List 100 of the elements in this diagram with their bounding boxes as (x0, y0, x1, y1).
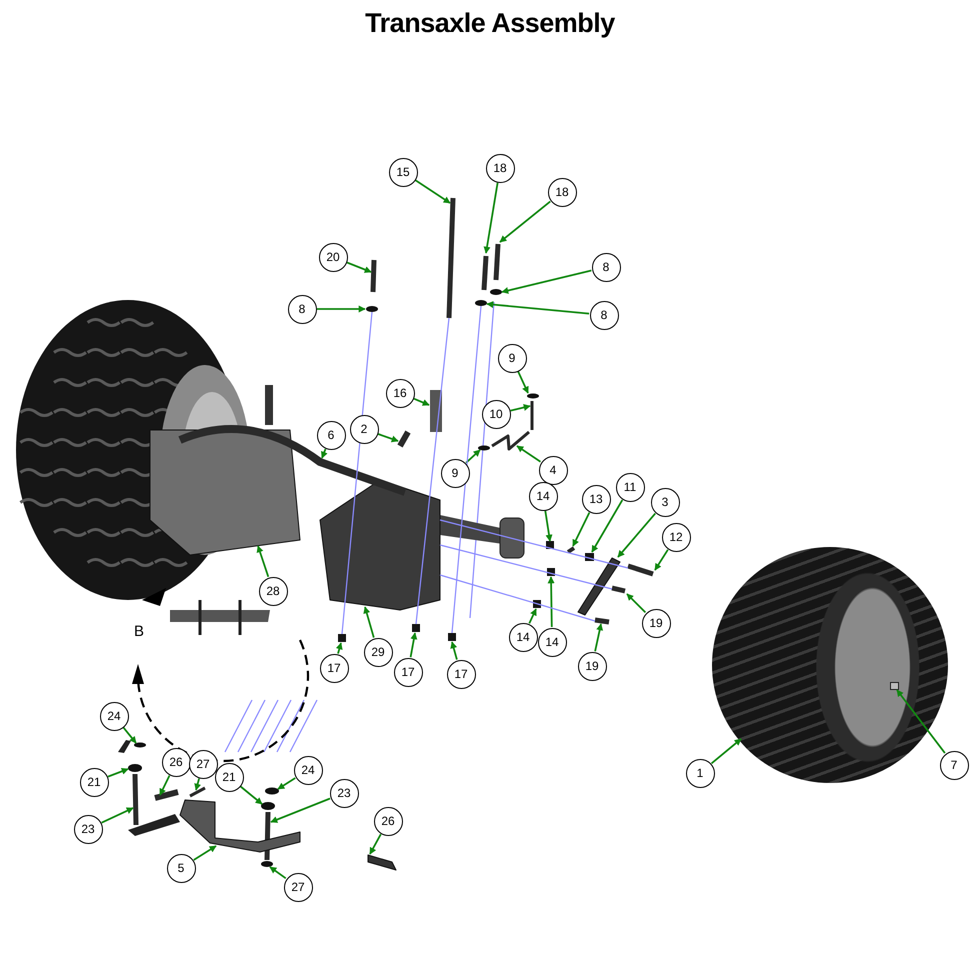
bolt (370, 260, 376, 292)
bolt (627, 564, 654, 576)
leader-line (440, 519, 628, 569)
callout-number: 14 (528, 482, 558, 510)
leader-line (415, 318, 450, 624)
callout-number: 13 (582, 484, 610, 514)
leader-line (594, 623, 604, 652)
leader-line (270, 798, 330, 823)
leader-line (440, 574, 596, 622)
leader-line (528, 608, 537, 624)
callout-number: 8 (590, 300, 618, 330)
lug-nut (890, 682, 899, 690)
callout-number: 5 (166, 854, 196, 882)
washer (490, 289, 502, 295)
pin (264, 812, 270, 860)
leader-line (269, 866, 286, 880)
pin (566, 546, 576, 554)
callout-number: 10 (482, 400, 510, 428)
leader-line (617, 512, 656, 558)
bolt (494, 244, 500, 280)
callout-number: 9 (440, 458, 470, 488)
washer (478, 446, 490, 450)
callout-number: 2 (350, 414, 378, 444)
leader-line (277, 777, 296, 790)
leader-line (544, 510, 552, 542)
leader-line (710, 738, 742, 764)
callout-number: 9 (498, 344, 526, 372)
leader-line (336, 642, 343, 654)
callout-number: 11 (616, 472, 644, 502)
callout-number: 18 (548, 178, 576, 206)
callout-number: 23 (74, 814, 102, 844)
leader-line (410, 632, 418, 658)
washer (265, 788, 279, 794)
leader-line (517, 371, 529, 394)
leader-line (451, 306, 482, 634)
callout-number: 4 (538, 456, 568, 484)
leader-line (450, 641, 458, 660)
leader-line (341, 312, 373, 634)
leader-line (159, 775, 170, 796)
leader-line (440, 544, 612, 590)
callout-number: 14 (538, 628, 566, 656)
callout-number: 24 (100, 702, 128, 730)
callout-number: 12 (662, 522, 690, 552)
leader-line (548, 576, 555, 628)
leader-line (516, 445, 541, 462)
clip (189, 786, 206, 798)
leader-line (484, 182, 498, 254)
callout-number: 28 (258, 576, 288, 606)
leader-line (346, 262, 372, 273)
leader-line (572, 512, 590, 547)
bent-rod (491, 430, 530, 450)
callout-number: 6 (316, 420, 346, 450)
callout-number: 3 (650, 488, 680, 516)
leader-line (626, 593, 646, 614)
callout-number: 29 (364, 638, 392, 666)
leader-line (486, 301, 590, 314)
nut (448, 633, 456, 641)
link-bar (180, 800, 300, 852)
callout-number: 8 (288, 294, 316, 324)
leader-line (256, 545, 270, 578)
callout-number: 1 (686, 758, 714, 788)
leader-line (654, 549, 669, 571)
grease-fitting (397, 430, 411, 448)
leader-line (378, 433, 399, 442)
leader-line (193, 845, 217, 861)
leader-line (499, 200, 551, 243)
leader-line (591, 499, 624, 553)
washer (366, 306, 378, 312)
callout-number: 17 (394, 658, 422, 686)
callout-number: 21 (214, 762, 244, 792)
leader-line (415, 180, 451, 204)
callout-number: 17 (446, 660, 476, 688)
pin (154, 789, 179, 801)
leader-line (101, 807, 134, 824)
nut (412, 624, 420, 632)
callout-number: 15 (388, 158, 418, 186)
view-letter: B (134, 623, 144, 640)
callout-number: 19 (642, 608, 670, 638)
bracket (578, 558, 620, 616)
callout-number: 8 (592, 252, 620, 282)
callout-number: 16 (386, 378, 414, 408)
callout-number: 18 (486, 154, 514, 182)
leader-line (240, 786, 263, 805)
callout-number: 21 (80, 768, 108, 796)
leader-line (465, 449, 481, 464)
callout-number: 26 (374, 806, 402, 836)
hose (178, 425, 406, 496)
leader-line (369, 834, 382, 855)
pin (368, 854, 396, 870)
callout-number: 14 (508, 622, 538, 652)
leader-line (896, 689, 946, 754)
washer (134, 742, 146, 748)
sleeve (430, 390, 442, 432)
callout-number: 24 (294, 756, 322, 784)
leader-line (194, 778, 202, 791)
callout-number: 19 (578, 652, 606, 680)
callout-number: 7 (940, 750, 968, 780)
rod (530, 401, 534, 430)
washer (475, 300, 487, 306)
callout-number: 27 (284, 872, 312, 902)
